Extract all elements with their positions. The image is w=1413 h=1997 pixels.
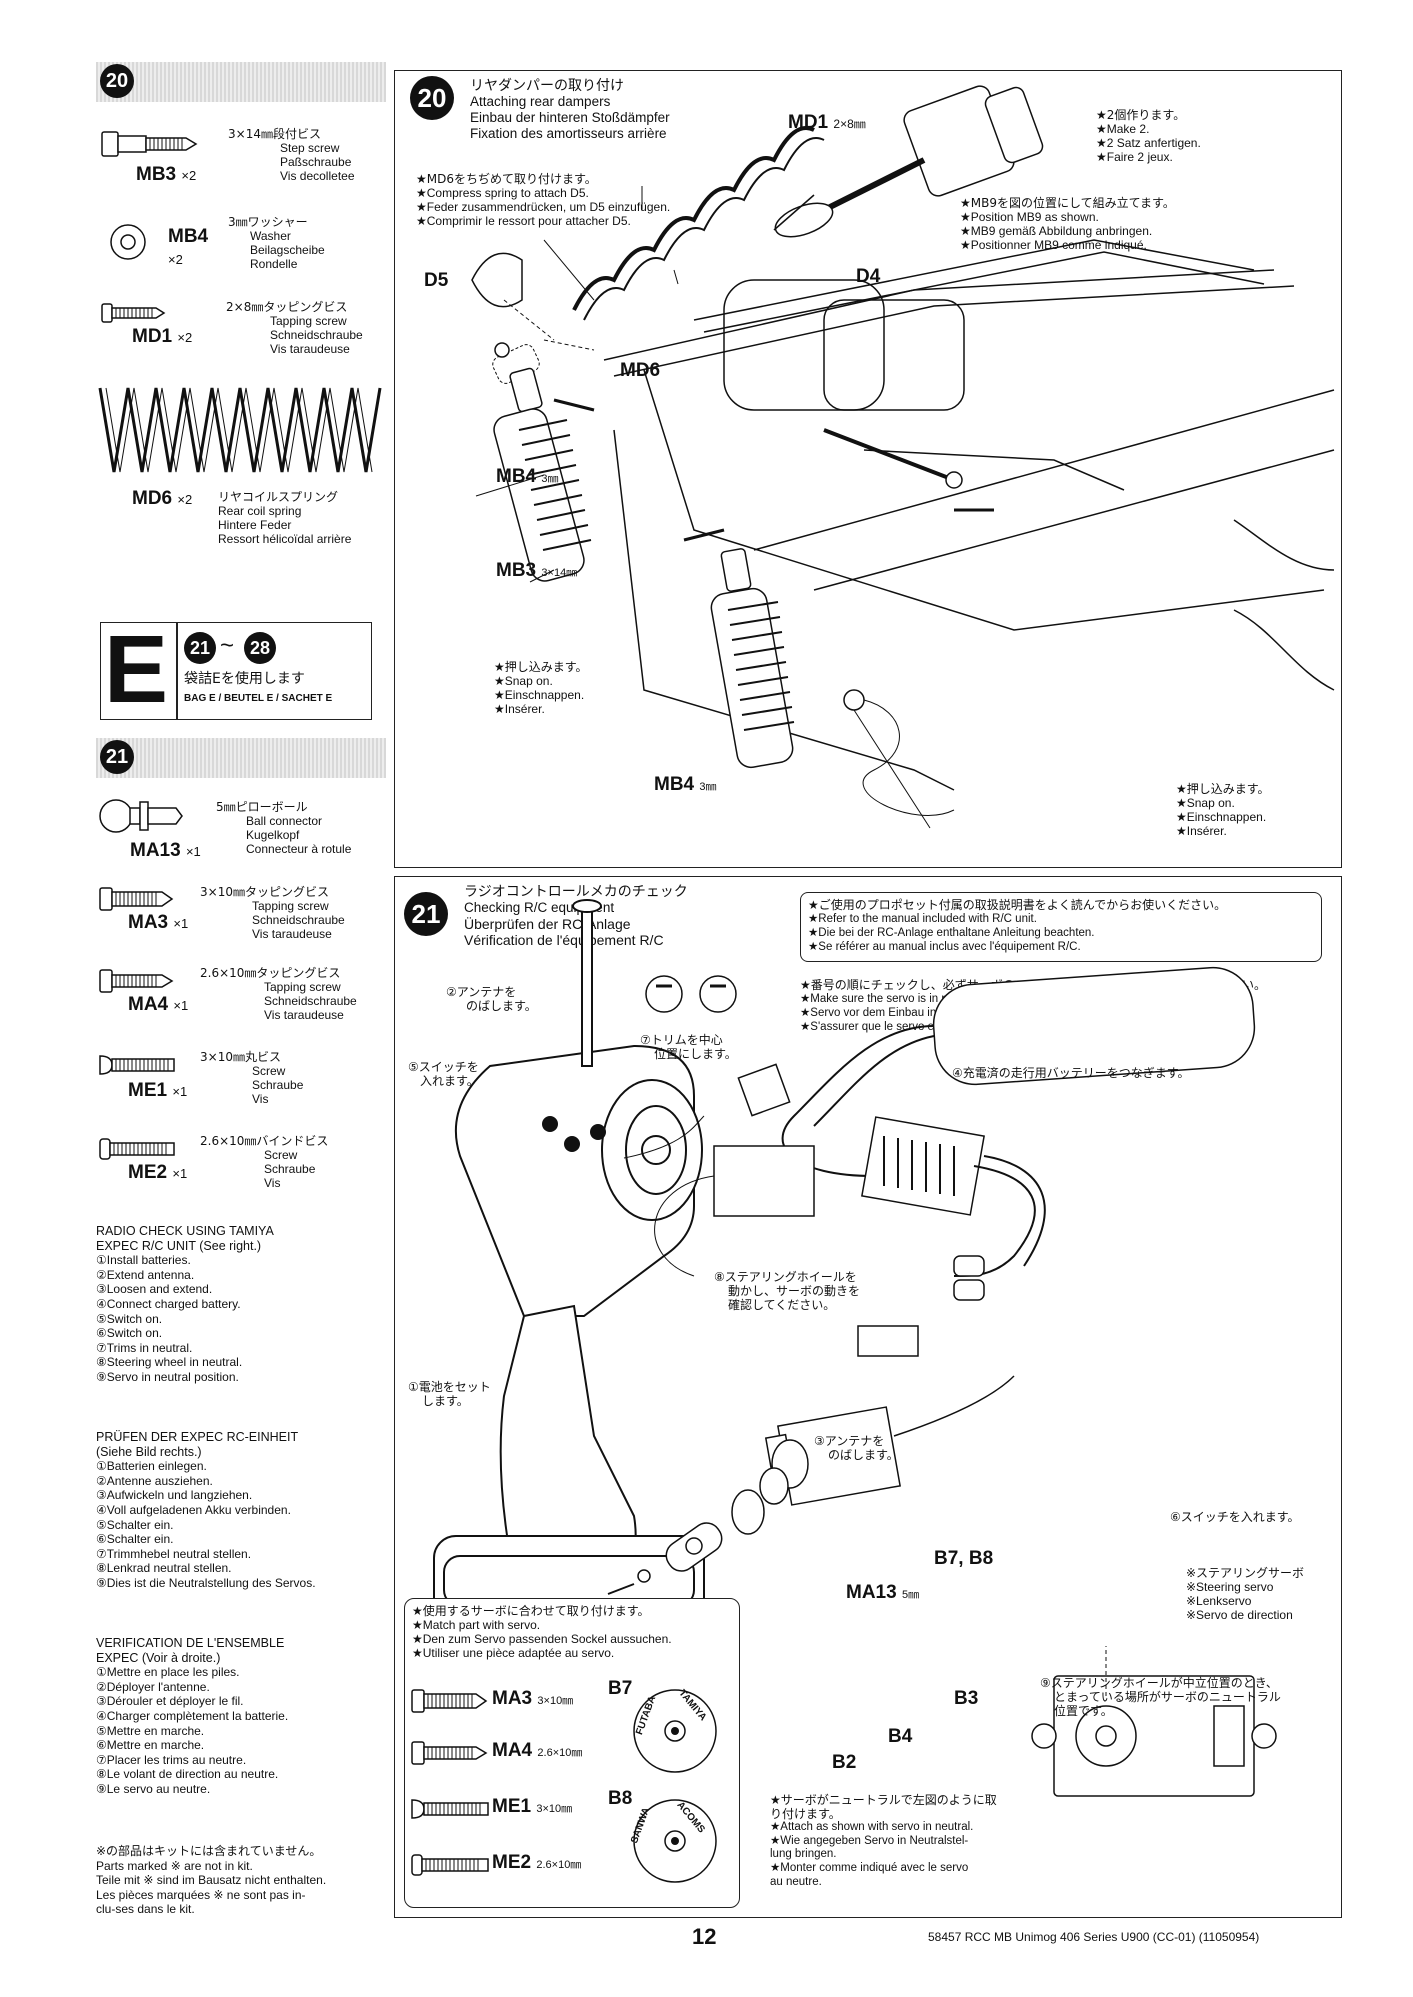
- not-in-kit-note: ※の部品はキットには含まれていません。 Parts marked ※ are n…: [96, 1844, 327, 1917]
- bag-step-from: 21: [184, 632, 216, 664]
- screw-me2-drawing: [99, 1138, 175, 1160]
- part-desc-mb3: 3×14㎜段付ビス Step screw Paßschraube Vis dec…: [228, 127, 355, 183]
- label-b7-horn: B7: [608, 1678, 633, 1699]
- callout-6-switch: ⑥スイッチを入れます。: [1170, 1510, 1300, 1524]
- screw-md1-drawing: [101, 303, 166, 323]
- part-desc-ma3: 3×10㎜タッピングビス Tapping screw Schneidschrau…: [200, 885, 345, 941]
- label-d5: D5: [424, 270, 449, 291]
- callout-5-switch: ⑤スイッチを 入れます。: [408, 1060, 479, 1088]
- screw-ma4-small-icon: [411, 1741, 488, 1765]
- manual-note: ★ご使用のプロポセット付属の取扱説明書をよく読んでからお使いください。 ★Ref…: [808, 898, 1227, 953]
- label-b2: B2: [832, 1752, 857, 1773]
- label-md1-screw: MD1 2×8㎜: [788, 112, 866, 133]
- label-ma13: MA13 5㎜: [846, 1582, 920, 1603]
- attach-neutral-note: ★サーボがニュートラルで左図のように取 り付けます。 ★Attach as sh…: [770, 1793, 997, 1888]
- servo-horn-b7-drawing: [633, 1689, 717, 1773]
- step-20-header-bar: [96, 62, 386, 102]
- label-mb4-lower: MB4 3㎜: [654, 774, 717, 795]
- mount-screw-me2: ME2 2.6×10㎜: [492, 1852, 582, 1873]
- screw-ma3-drawing: [99, 887, 174, 911]
- label-d4: D4: [856, 266, 881, 287]
- part-desc-ma4: 2.6×10㎜タッピングビス Tapping screw Schneidschr…: [200, 966, 357, 1022]
- part-desc-mb4: 3㎜ワッシャー Washer Beilagscheibe Rondelle: [228, 215, 325, 271]
- note-snap-on-right: ★押し込みます。 ★Snap on. ★Einschnappen. ★Insér…: [1176, 782, 1270, 838]
- part-code-md6: MD6 ×2: [132, 488, 193, 509]
- mount-screw-ma4: MA4 2.6×10㎜: [492, 1740, 583, 1761]
- washer-mb4-drawing: [110, 224, 146, 260]
- screw-ma4-drawing: [99, 969, 174, 993]
- step-20-number: 20: [100, 64, 134, 98]
- radio-check-fr: VERIFICATION DE L'ENSEMBLE EXPEC (Voir à…: [96, 1636, 289, 1796]
- label-b8-horn: B8: [608, 1788, 633, 1809]
- label-b3: B3: [954, 1688, 979, 1709]
- part-desc-me2: 2.6×10㎜バインドビス Screw Schraube Vis: [200, 1134, 329, 1190]
- label-b4: B4: [888, 1726, 913, 1747]
- steering-servo-label: ※ステアリングサーボ ※Steering servo ※Lenkservo ※S…: [1186, 1566, 1305, 1622]
- part-code-mb3: MB3 ×2: [136, 164, 197, 185]
- note-snap-on-left: ★押し込みます。 ★Snap on. ★Einschnappen. ★Insér…: [494, 660, 588, 716]
- label-mb3: MB3 3×14㎜: [496, 560, 578, 581]
- callout-8-steering: ⑧ステアリングホイールを 動かし、サーボの動きを 確認してください。: [714, 1270, 861, 1312]
- part-code-ma13: MA13 ×1: [130, 840, 201, 861]
- panel-20-title: リヤダンパーの取り付け Attaching rear dampers Einba…: [470, 78, 670, 141]
- radio-check-de: PRÜFEN DER EXPEC RC-EINHEIT (Siehe Bild …: [96, 1430, 316, 1590]
- screw-me1-drawing: [99, 1055, 175, 1075]
- callout-1-batteries: ①電池をセット します。: [408, 1380, 491, 1408]
- callout-2-antenna: ②アンテナを のばします。: [446, 985, 537, 1013]
- bag-e-box: [100, 622, 372, 720]
- panel-21-number: 21: [404, 892, 448, 936]
- part-desc-md6: リヤコイルスプリング Rear coil spring Hintere Fede…: [218, 490, 352, 546]
- part-code-me2: ME2 ×1: [128, 1162, 188, 1183]
- bag-tilde: ~: [220, 632, 235, 659]
- label-b7-b8: B7, B8: [934, 1548, 994, 1569]
- radio-check-en: RADIO CHECK USING TAMIYA EXPEC R/C UNIT …: [96, 1224, 274, 1384]
- screw-me1-small-icon: [411, 1799, 489, 1819]
- part-code-me1: ME1 ×1: [128, 1080, 188, 1101]
- step-21-header-bar: [96, 738, 386, 778]
- mount-screw-ma3: MA3 3×10㎜: [492, 1688, 574, 1709]
- panel-20-number: 20: [410, 76, 454, 120]
- part-desc-me1: 3×10㎜丸ビス Screw Schraube Vis: [200, 1050, 304, 1106]
- bag-step-to: 28: [244, 632, 276, 664]
- label-md6: MD6: [620, 360, 661, 381]
- callout-7-trim: ⑦トリムを中心 位置にします。: [640, 1033, 737, 1061]
- label-mb4-upper: MB4 3㎜: [496, 466, 559, 487]
- page-number: 12: [692, 1924, 717, 1949]
- match-servo-note: ★使用するサーボに合わせて取り付けます。 ★Match part with se…: [412, 1604, 672, 1660]
- callout-9-neutral: ⑨ステアリングホイールが中立位置のとき、 とまっている場所がサーボのニュートラル…: [1040, 1676, 1281, 1718]
- part-code-ma4: MA4 ×1: [128, 994, 189, 1015]
- bag-sub-text: BAG E / BEUTEL E / SACHET E: [184, 693, 333, 704]
- rc-equipment-drawing: [433, 899, 1277, 1797]
- rear-damper-assembly-drawing: [471, 85, 1335, 829]
- servo-horn-b8-drawing: [633, 1799, 717, 1883]
- bag-letter: E: [104, 616, 169, 723]
- note-make-2: ★2個作ります。 ★Make 2. ★2 Satz anfertigen. ★F…: [1096, 108, 1201, 164]
- mount-screw-me1: ME1 3×10㎜: [492, 1796, 573, 1817]
- manual-note-box: [800, 892, 1322, 962]
- screw-mb3-drawing: [101, 131, 198, 157]
- part-desc-md1: 2×8㎜タッピングビス Tapping screw Schneidschraub…: [226, 300, 363, 356]
- screw-me2-small-icon: [411, 1854, 489, 1876]
- callout-4-battery: ④充電済の走行用バッテリーをつなぎます。: [952, 1066, 1190, 1080]
- step-21-number: 21: [100, 740, 134, 774]
- bag-jp-text: 袋詰Eを使用します: [184, 671, 305, 687]
- footer-info: 58457 RCC MB Unimog 406 Series U900 (CC-…: [928, 1930, 1260, 1944]
- callout-3-antenna: ③アンテナを のばします。: [814, 1434, 899, 1462]
- part-code-ma3: MA3 ×1: [128, 912, 189, 933]
- note-compress-spring: ★MD6をちぢめて取り付けます。 ★Compress spring to att…: [416, 172, 671, 228]
- part-code-mb4: MB4×2: [168, 226, 209, 267]
- part-code-md1: MD1 ×2: [132, 326, 193, 347]
- bag-divider: [176, 622, 178, 720]
- spring-md6-drawing: [98, 387, 382, 473]
- screw-ma3-small-icon: [411, 1689, 488, 1713]
- part-desc-ma13: 5㎜ピローボール Ball connector Kugelkopf Connec…: [216, 800, 352, 856]
- ball-connector-ma13-drawing: [99, 799, 183, 833]
